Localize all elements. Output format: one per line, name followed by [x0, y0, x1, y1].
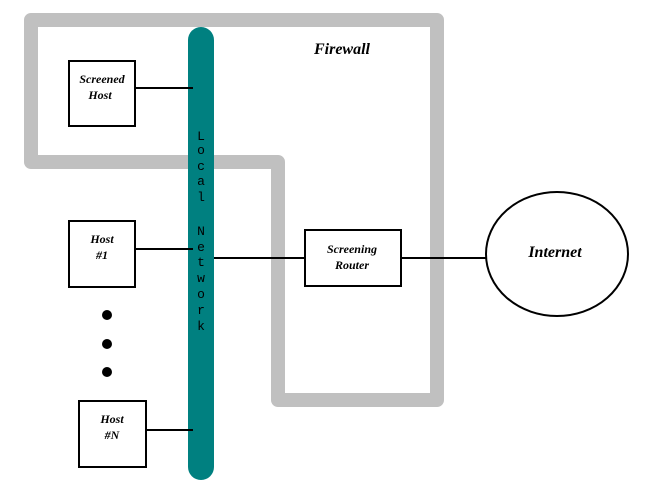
hostn-label-2: #N — [104, 428, 121, 442]
internet-node: Internet — [485, 191, 629, 317]
bus-letter-10: o — [197, 287, 205, 302]
bus-letter-11: r — [197, 303, 205, 318]
bus-letter-1: o — [197, 143, 205, 158]
firewall-boundary — [24, 13, 444, 407]
bus-letter-2: c — [197, 159, 205, 174]
screening-router-node: Screening Router — [304, 229, 402, 287]
hostn-label-1: Host — [99, 412, 124, 426]
bus-letter-0: L — [197, 129, 205, 144]
hostn-node: Host #N — [78, 400, 147, 468]
host1-node: Host #1 — [68, 220, 136, 288]
internet-label: Internet — [527, 244, 582, 261]
local-network-label: L o c a l N e t w o r k — [197, 129, 205, 334]
bus-letter-7: e — [197, 240, 205, 255]
screened-host-label-2: Host — [87, 88, 112, 102]
bus-letter-4: l — [197, 190, 205, 205]
bus-letter-6: N — [197, 224, 205, 239]
host1-label-2: #1 — [95, 248, 108, 262]
bus-letter-8: t — [197, 255, 205, 270]
screened-host-label-1: Screened — [79, 72, 125, 86]
router-label-2: Router — [334, 258, 369, 272]
bus-letter-3: a — [197, 174, 205, 189]
screened-host-node: Screened Host — [68, 60, 136, 127]
firewall-label: Firewall — [313, 41, 371, 58]
host1-label-1: Host — [89, 232, 114, 246]
bus-letter-9: w — [197, 271, 205, 286]
bus-letter-12: k — [197, 319, 205, 334]
more-hosts-ellipsis — [102, 310, 112, 377]
router-label-1: Screening — [327, 242, 377, 256]
